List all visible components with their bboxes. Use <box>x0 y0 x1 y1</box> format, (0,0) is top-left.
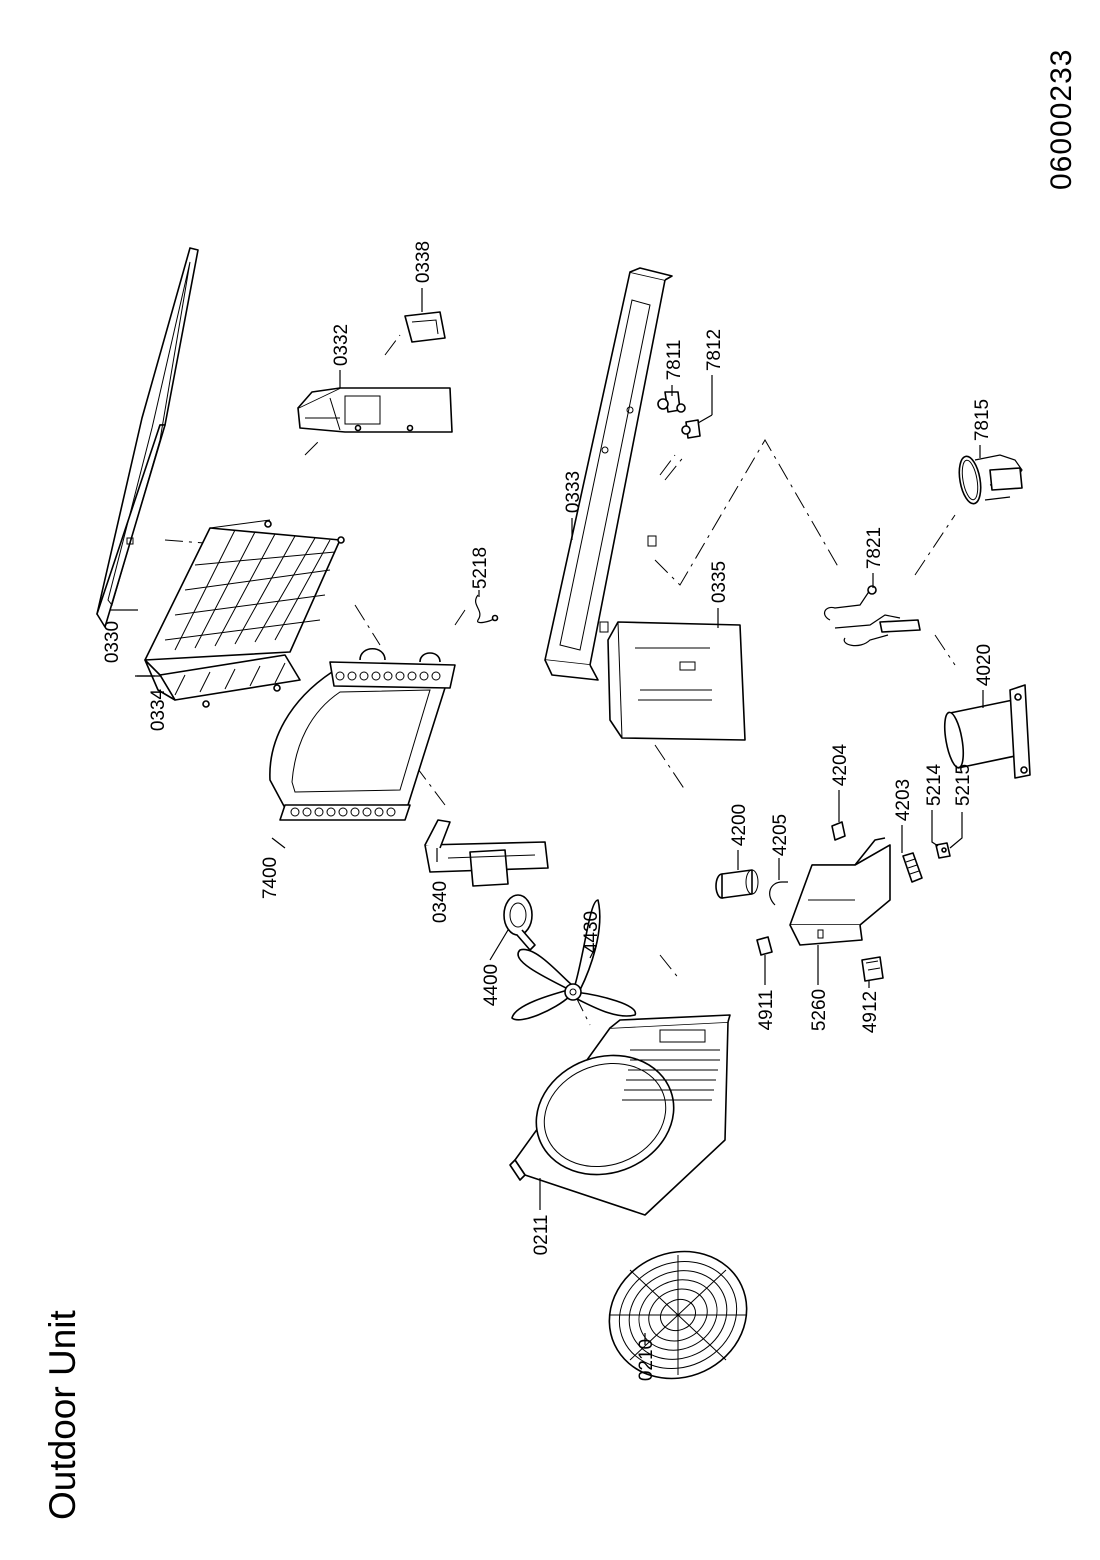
compressor-capacitor-part <box>861 956 884 982</box>
label-7400: 7400 <box>260 857 281 899</box>
motor-bracket-part <box>424 819 549 887</box>
document-number: 06000233 <box>1045 48 1078 190</box>
label-5214: 5214 <box>924 763 945 806</box>
cable-clip-part <box>831 821 846 841</box>
label-0333: 0333 <box>563 471 584 513</box>
label-4020: 4020 <box>974 644 995 686</box>
clamp-screw-part <box>941 847 947 853</box>
assembly-lines <box>164 334 956 1026</box>
label-5215: 5215 <box>953 764 974 806</box>
capacitor-clamp-part <box>769 881 788 906</box>
fan-blade-part <box>511 899 636 1021</box>
label-4400: 4400 <box>481 964 502 1006</box>
label-0340: 0340 <box>430 881 451 923</box>
label-0335: 0335 <box>709 561 730 603</box>
label-4204: 4204 <box>830 743 851 786</box>
label-4430: 4430 <box>581 911 602 953</box>
label-4912: 4912 <box>860 991 881 1033</box>
page-title: Outdoor Unit <box>42 1310 83 1520</box>
relay-part <box>756 936 773 956</box>
label-4200: 4200 <box>729 804 750 846</box>
label-5218: 5218 <box>470 547 491 589</box>
label-0334: 0334 <box>148 688 169 731</box>
rear-grille-part <box>144 519 345 708</box>
label-0330: 0330 <box>102 621 123 663</box>
label-4911: 4911 <box>756 990 777 1031</box>
base-pan-part <box>544 267 673 681</box>
label-0211: 0211 <box>531 1215 552 1256</box>
pipe-assembly-part <box>823 585 921 647</box>
label-7811: 7811 <box>664 340 685 381</box>
part-labels: 0330 0334 0332 0338 5218 7400 0340 4400 … <box>102 241 995 1381</box>
top-cover-part <box>96 247 199 628</box>
front-grille-part <box>608 1250 748 1380</box>
label-0338: 0338 <box>413 241 434 283</box>
fan-motor-part <box>503 894 536 951</box>
leader-lines <box>110 288 984 1345</box>
label-4203: 4203 <box>893 779 914 821</box>
service-valve-large-part <box>657 391 686 413</box>
capillary-assembly-part <box>958 454 1023 505</box>
partition-plate-part <box>607 621 746 741</box>
label-0332: 0332 <box>331 324 352 366</box>
service-valve-small-part <box>681 419 701 439</box>
electrical-box-part <box>789 837 891 946</box>
fan-capacitor-part <box>715 869 759 899</box>
label-7821: 7821 <box>864 527 885 569</box>
label-7812: 7812 <box>704 329 725 371</box>
terminal-block-part <box>902 852 923 883</box>
label-4205: 4205 <box>770 814 791 856</box>
front-panel-part <box>509 1014 731 1216</box>
right-side-panel-part <box>297 387 453 433</box>
handle-part <box>404 311 446 343</box>
label-0210: 0210 <box>636 1339 657 1381</box>
condenser-coil-part <box>269 647 456 821</box>
label-7815: 7815 <box>972 399 993 441</box>
temperature-sensor-part <box>475 594 499 624</box>
compressor-part <box>943 684 1031 779</box>
label-5260: 5260 <box>809 989 830 1031</box>
